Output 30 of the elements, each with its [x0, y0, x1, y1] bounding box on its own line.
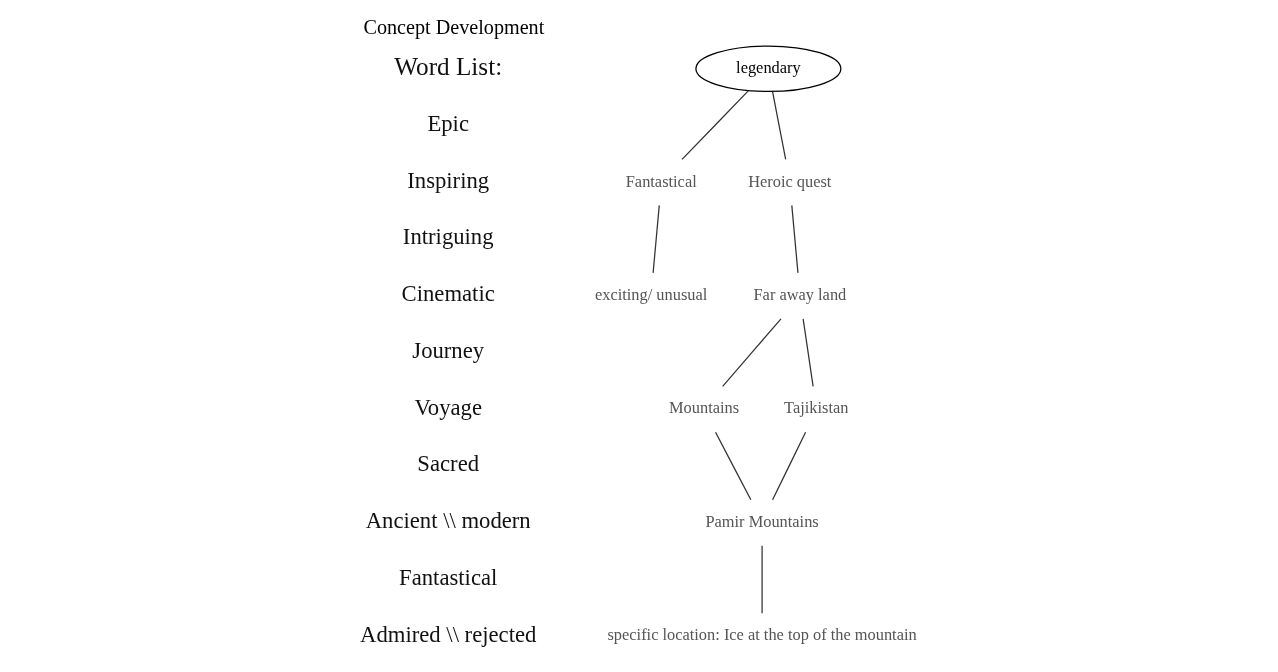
connector — [652, 204, 660, 274]
node-ellipse: legendary — [694, 45, 841, 93]
connector — [721, 318, 782, 387]
label: Epic — [426, 111, 469, 137]
node-text: Heroic quest — [747, 171, 831, 191]
label: Admired \\ rejected — [359, 621, 536, 647]
label: Fantastical — [398, 564, 497, 590]
connector — [771, 431, 806, 501]
connector — [714, 431, 751, 501]
diagram-title: Concept Development — [362, 16, 544, 39]
node-text: Tajikistan — [783, 398, 848, 418]
label: Intriguing — [402, 224, 494, 250]
label: Cinematic — [401, 281, 495, 307]
node-text: specific location: Ice at the top of the mountain — [606, 625, 917, 645]
label: Word List: — [393, 53, 502, 81]
connector — [790, 204, 799, 274]
node-text: Far away land — [753, 284, 846, 304]
connector — [771, 91, 786, 161]
node-text: Fantastical — [625, 171, 697, 191]
connector — [760, 545, 763, 614]
label: Inspiring — [406, 167, 489, 193]
node-text: exciting/ unusual — [594, 284, 707, 304]
connector — [680, 90, 749, 161]
label: Journey — [411, 337, 484, 363]
label: Ancient \\ modern — [365, 508, 531, 534]
label: Voyage — [413, 394, 482, 420]
node-text: Mountains — [668, 398, 739, 418]
node-text: Pamir Mountains — [704, 511, 819, 531]
connector — [802, 318, 814, 387]
label: Sacred — [416, 451, 479, 477]
